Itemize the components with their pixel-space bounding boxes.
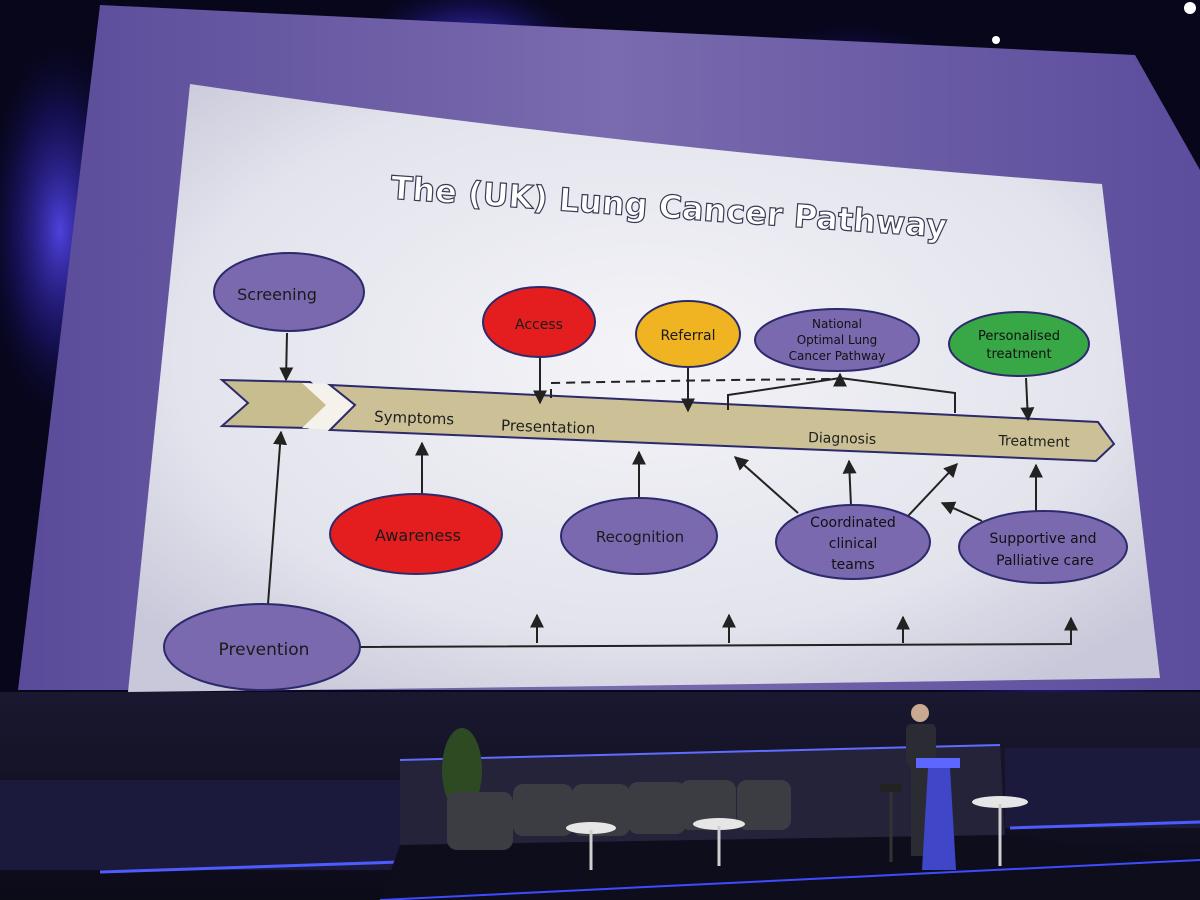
ceiling-spotlight: [1184, 2, 1196, 14]
svg-text:Referral: Referral: [661, 328, 716, 344]
svg-text:Coordinated: Coordinated: [810, 515, 896, 531]
node-recognition: Recognition: [560, 497, 718, 575]
led-strip: [1009, 820, 1200, 830]
prevention-arrow-up: [267, 430, 288, 605]
stage-side-panel: [0, 780, 400, 870]
stage-side-panel: [1005, 748, 1200, 828]
stage-treatment: Treatment: [997, 433, 1070, 451]
side-table: [693, 818, 745, 830]
node-awareness: Awareness: [329, 493, 503, 575]
svg-text:treatment: treatment: [986, 347, 1051, 362]
svg-text:Cancer Pathway: Cancer Pathway: [789, 349, 886, 363]
personalised-arrow: [1020, 377, 1035, 422]
stage-monitor: [880, 784, 902, 792]
node-personalised-treatment: Personalised treatment: [948, 311, 1090, 377]
svg-text:National: National: [812, 317, 862, 331]
teams-arrow-right: [907, 462, 958, 517]
stage-diagnosis: Diagnosis: [808, 430, 876, 448]
side-table: [972, 796, 1028, 808]
node-screening: Screening: [213, 252, 365, 332]
node-national-pathway: National Optimal Lung Cancer Pathway: [754, 308, 920, 372]
node-referral: Referral: [635, 300, 741, 368]
stage-edge-light: [399, 744, 1001, 761]
ceiling-spotlight: [992, 36, 1000, 44]
teams-arrow-left: [733, 456, 799, 514]
teams-arrow-middle: [842, 459, 857, 507]
node-coordinated-teams: Coordinated clinical teams: [775, 504, 931, 580]
stage-chairs: [447, 780, 791, 850]
svg-text:Optimal Lung: Optimal Lung: [797, 333, 878, 347]
svg-text:clinical: clinical: [829, 536, 877, 552]
stage-presentation: Presentation: [501, 416, 596, 437]
svg-text:Access: Access: [515, 317, 563, 333]
node-access: Access: [482, 286, 596, 358]
pathway-arrow-main: [326, 383, 1116, 463]
screening-arrow: [279, 332, 294, 382]
supportive-arrow-left: [940, 501, 983, 522]
svg-text:Awareness: Awareness: [375, 526, 461, 545]
prevention-baseline: [359, 616, 1078, 648]
svg-text:Supportive and: Supportive and: [990, 531, 1097, 547]
svg-text:Palliative care: Palliative care: [996, 553, 1094, 569]
svg-text:Prevention: Prevention: [219, 640, 310, 660]
svg-text:Personalised: Personalised: [978, 329, 1060, 344]
side-table: [566, 822, 616, 834]
svg-text:Screening: Screening: [237, 285, 317, 304]
node-prevention: Prevention: [163, 603, 361, 691]
stage-floor: [380, 835, 1200, 900]
node-supportive-care: Supportive and Palliative care: [958, 510, 1128, 584]
lectern: [916, 758, 960, 870]
potted-plant: [442, 728, 482, 812]
svg-text:Recognition: Recognition: [596, 528, 684, 546]
stage-symptoms: Symptoms: [374, 408, 455, 429]
led-strip: [99, 860, 401, 874]
stage-front-light: [379, 859, 1200, 900]
svg-text:teams: teams: [831, 557, 875, 573]
